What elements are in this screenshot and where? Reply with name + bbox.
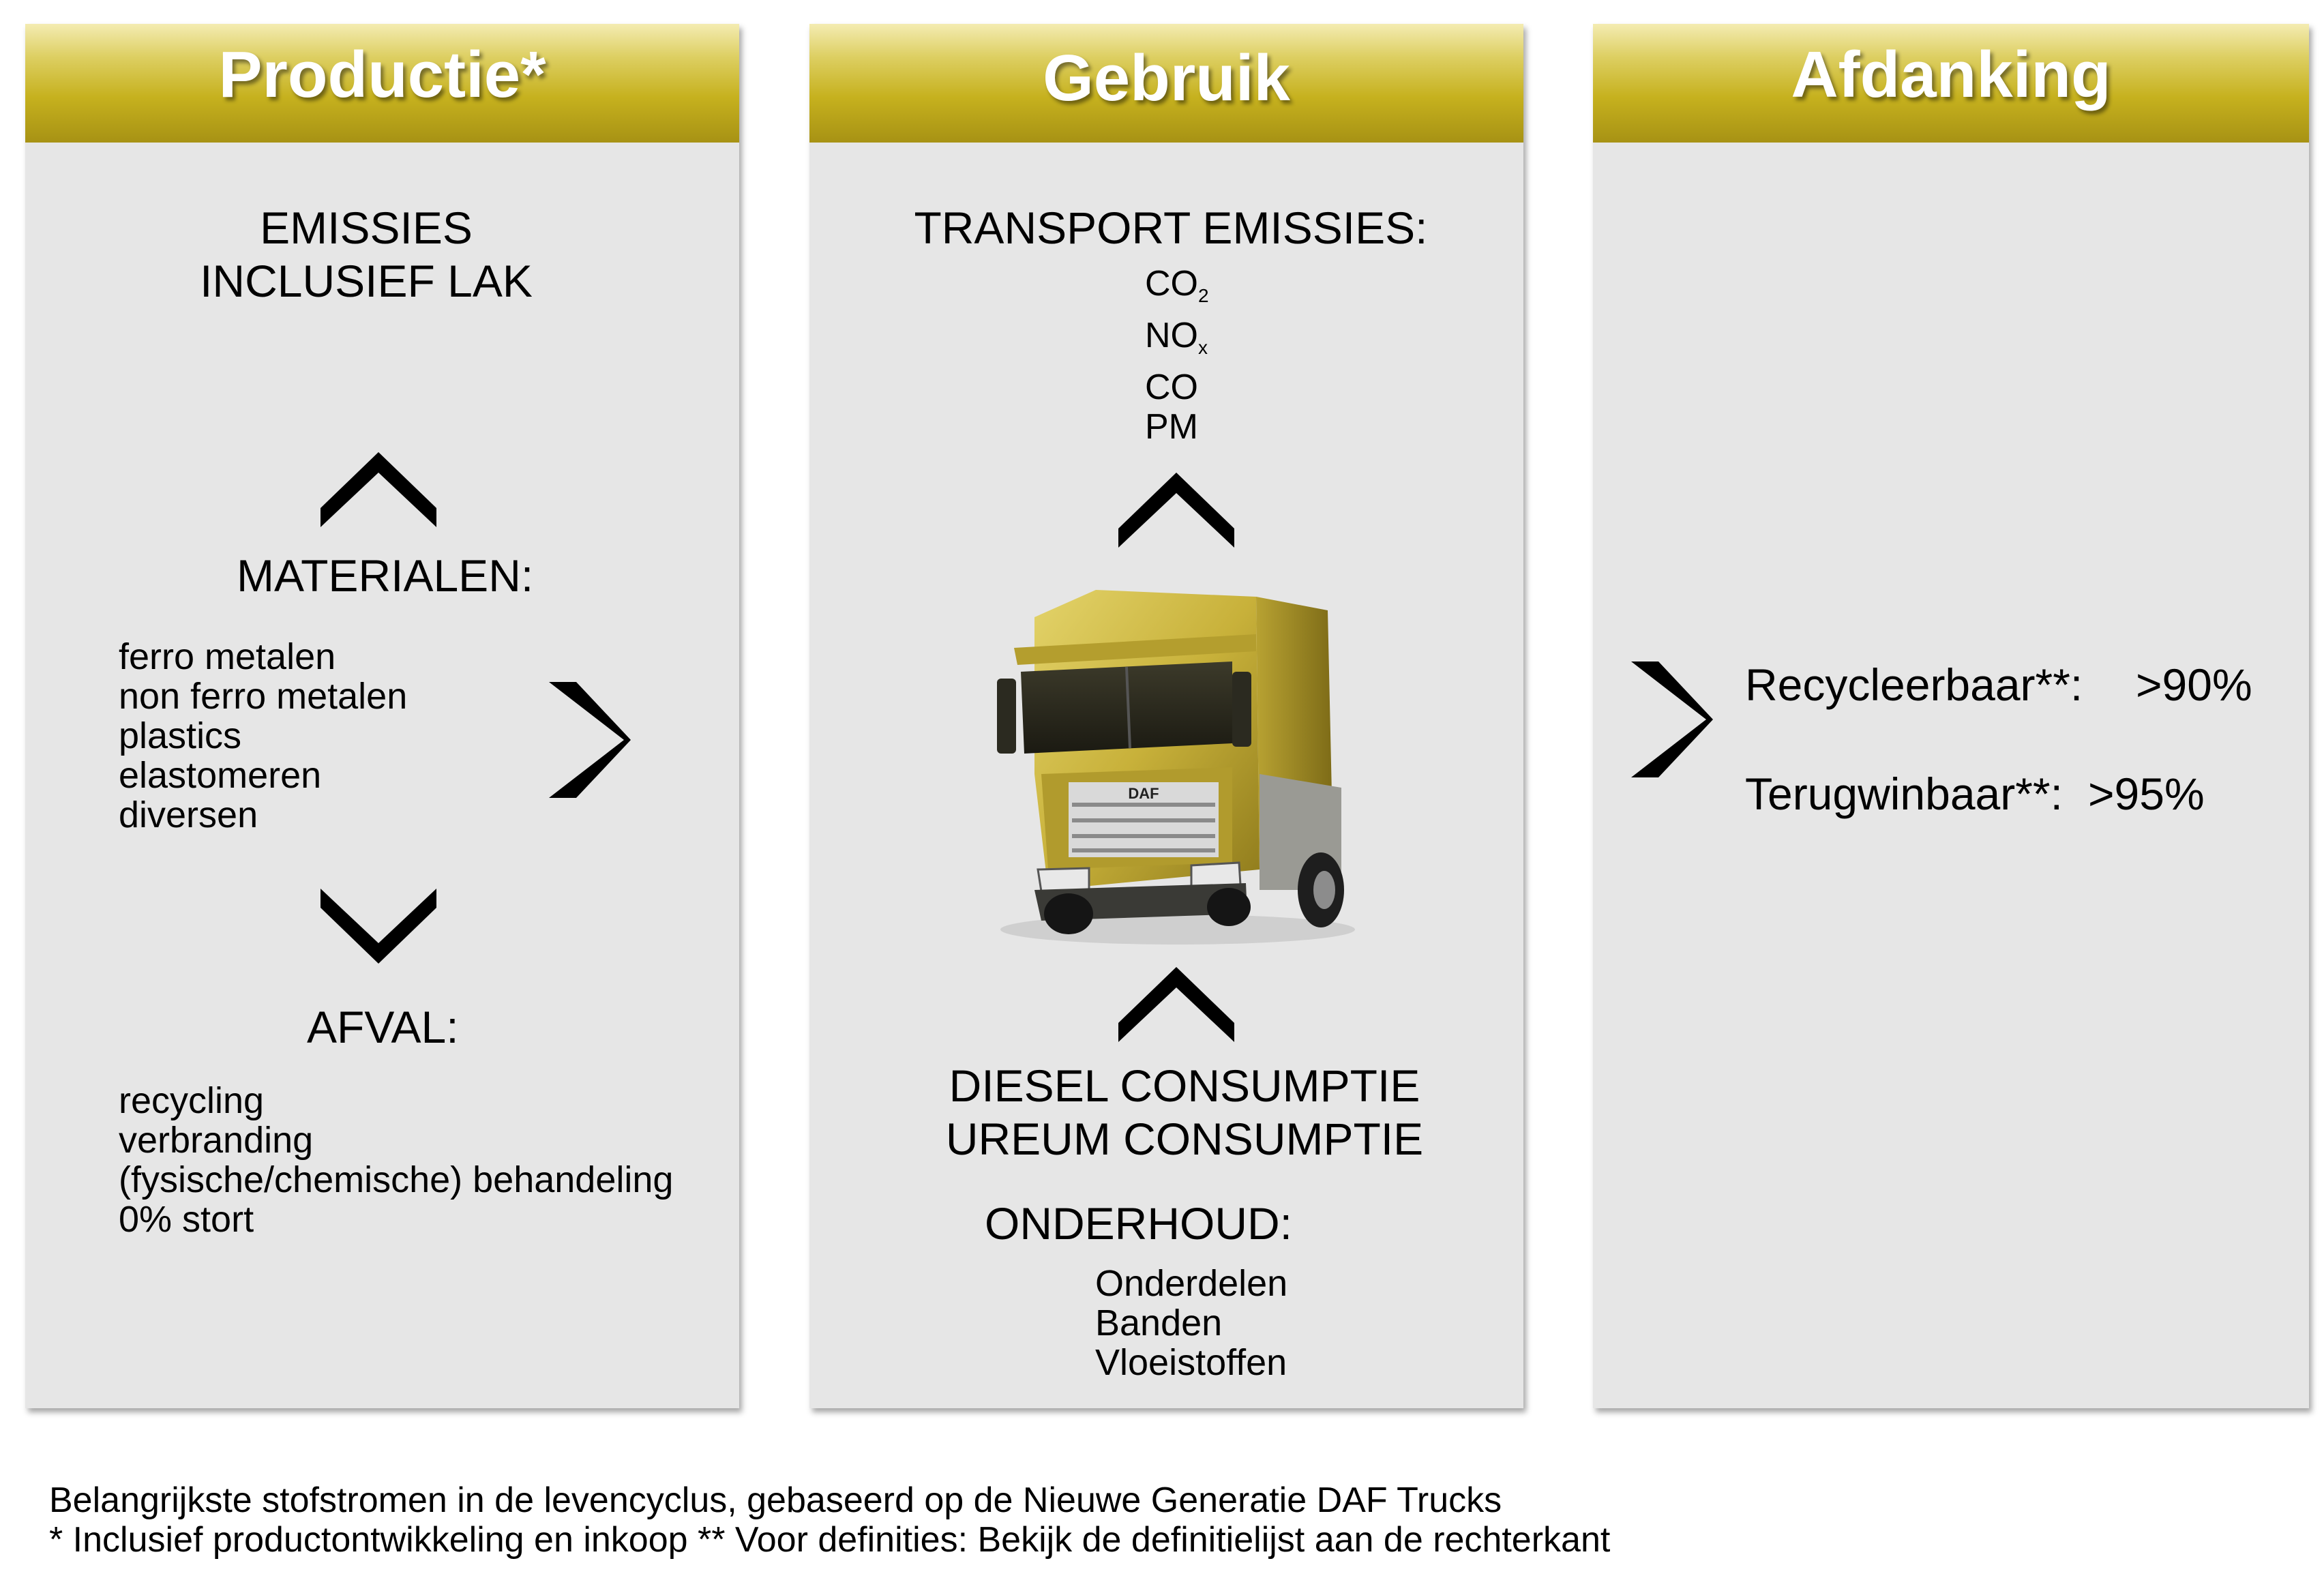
materials-list: ferro metalen non ferro metalen plastics… (119, 637, 407, 835)
emissions-list: CO2 NOx CO PM (1145, 264, 1209, 447)
maintenance-list: Onderdelen Banden Vloeistoffen (1095, 1264, 1287, 1382)
panel-title-gebruik: Gebruik (809, 24, 1523, 143)
chevron-up-icon (321, 452, 436, 527)
list-item: non ferro metalen (119, 676, 408, 717)
list-item: diversen (119, 794, 258, 835)
chevron-right-icon (549, 682, 631, 798)
list-item: ferro metalen (119, 636, 336, 677)
waste-heading: AFVAL: (307, 1002, 459, 1052)
recyclable-label: Recycleerbaar**: (1745, 659, 2083, 710)
chevron-right-icon (1631, 661, 1713, 777)
emission-pm: PM (1145, 407, 1198, 447)
list-item: Vloeistoffen (1095, 1342, 1287, 1383)
recoverable-label: Terugwinbaar**: (1745, 769, 2063, 819)
svg-text:DAF: DAF (1128, 785, 1159, 802)
recoverable-row: Terugwinbaar**: >95% (1745, 767, 2205, 820)
list-item: (fysische/chemische) behandeling (119, 1159, 674, 1200)
daf-truck-image: DAF (997, 590, 1355, 945)
panel-title-afdanking: Afdanking (1593, 24, 2309, 143)
emission-co2: CO2 (1145, 264, 1209, 306)
list-item: Onderdelen (1095, 1263, 1288, 1304)
recyclable-row: Recycleerbaar**: >90% (1745, 658, 2252, 711)
footnote-line-1: Belangrijkste stofstromen in de levencyc… (49, 1481, 1502, 1520)
chevron-down-icon (321, 889, 436, 964)
emission-nox: NOx (1145, 316, 1208, 358)
transport-emissions-heading: TRANSPORT EMISSIES: (914, 203, 1428, 253)
panel-gebruik: Gebruik TRANSPORT EMISSIES: CO2 NOx CO P… (809, 24, 1523, 1408)
chevron-up-icon (1118, 967, 1234, 1042)
chevron-up-icon (1118, 473, 1234, 548)
maintenance-heading: ONDERHOUD: (985, 1198, 1293, 1249)
recoverable-value: >95% (2088, 769, 2205, 819)
panel-productie: Productie* EMISSIES INCLUSIEF LAK MATERI… (25, 24, 739, 1408)
recyclable-value: >90% (2136, 659, 2252, 710)
materials-heading: MATERIALEN: (237, 550, 534, 601)
list-item: plastics (119, 715, 242, 756)
list-item: Banden (1095, 1303, 1223, 1343)
panel-afdanking: Afdanking Recycleerbaar**: >90% Terugwin… (1593, 24, 2309, 1408)
consumption-heading: DIESEL CONSUMPTIE UREUM CONSUMPTIE (945, 1060, 1424, 1164)
list-item: recycling (119, 1080, 265, 1121)
panel-title-productie: Productie* (25, 24, 739, 143)
waste-list: recycling verbranding (fysische/chemisch… (119, 1081, 673, 1239)
list-item: elastomeren (119, 755, 322, 796)
emissions-heading: EMISSIES INCLUSIEF LAK (200, 203, 533, 306)
list-item: 0% stort (119, 1199, 254, 1240)
footnote-line-2: * Inclusief productontwikkeling en inkoo… (49, 1520, 1611, 1560)
emission-co: CO (1145, 368, 1198, 407)
list-item: verbranding (119, 1120, 314, 1161)
